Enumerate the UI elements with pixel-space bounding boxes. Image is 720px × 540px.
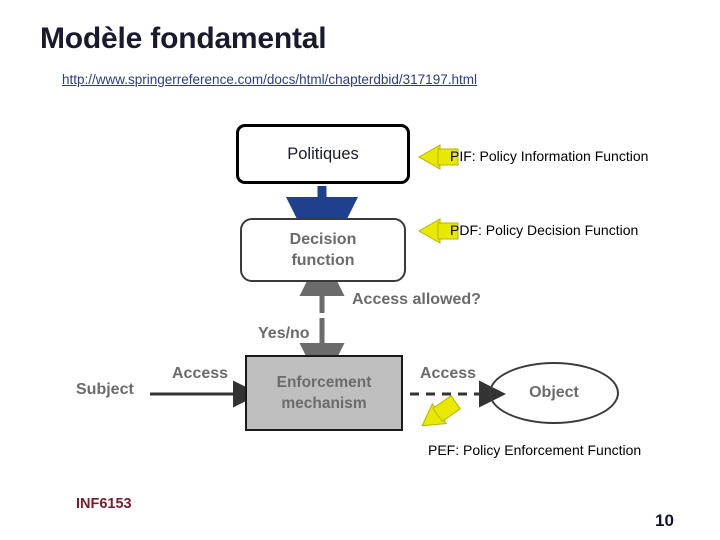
callout-pef-text: PEF: Policy Enforcement Function (428, 442, 642, 458)
course-code-label: INF6153 (76, 496, 132, 512)
policies-box: Politiques (236, 124, 410, 184)
access-allowed-label: Access allowed? (352, 291, 481, 308)
decision-box-line1: Decision (289, 231, 357, 248)
policies-box-label: Politiques (287, 144, 359, 163)
callout-pif-text: PIF: Policy Information Function (450, 148, 649, 164)
decision-box-line2: function (291, 252, 355, 269)
callout-arrow-pef (421, 395, 461, 427)
decision-function-box: Decision function (240, 218, 406, 282)
access-label-right: Access (420, 365, 477, 382)
yes-no-label: Yes/no (258, 325, 310, 342)
subject-label: Subject (76, 381, 134, 398)
object-ellipse-label: Object (529, 384, 579, 401)
page-title: Modèle fondamental (40, 22, 327, 55)
reference-url-link[interactable]: http://www.springerreference.com/docs/ht… (62, 72, 477, 87)
callout-pdf-text: PDF: Policy Decision Function (450, 222, 639, 238)
enforcement-mechanism-box: Enforcement mechanism (245, 355, 403, 431)
access-label-left: Access (172, 365, 229, 382)
page-number: 10 (655, 511, 674, 530)
enforcement-box-line2: mechanism (281, 395, 367, 412)
enforcement-box-line1: Enforcement (276, 374, 372, 391)
object-ellipse: Object (489, 362, 619, 424)
